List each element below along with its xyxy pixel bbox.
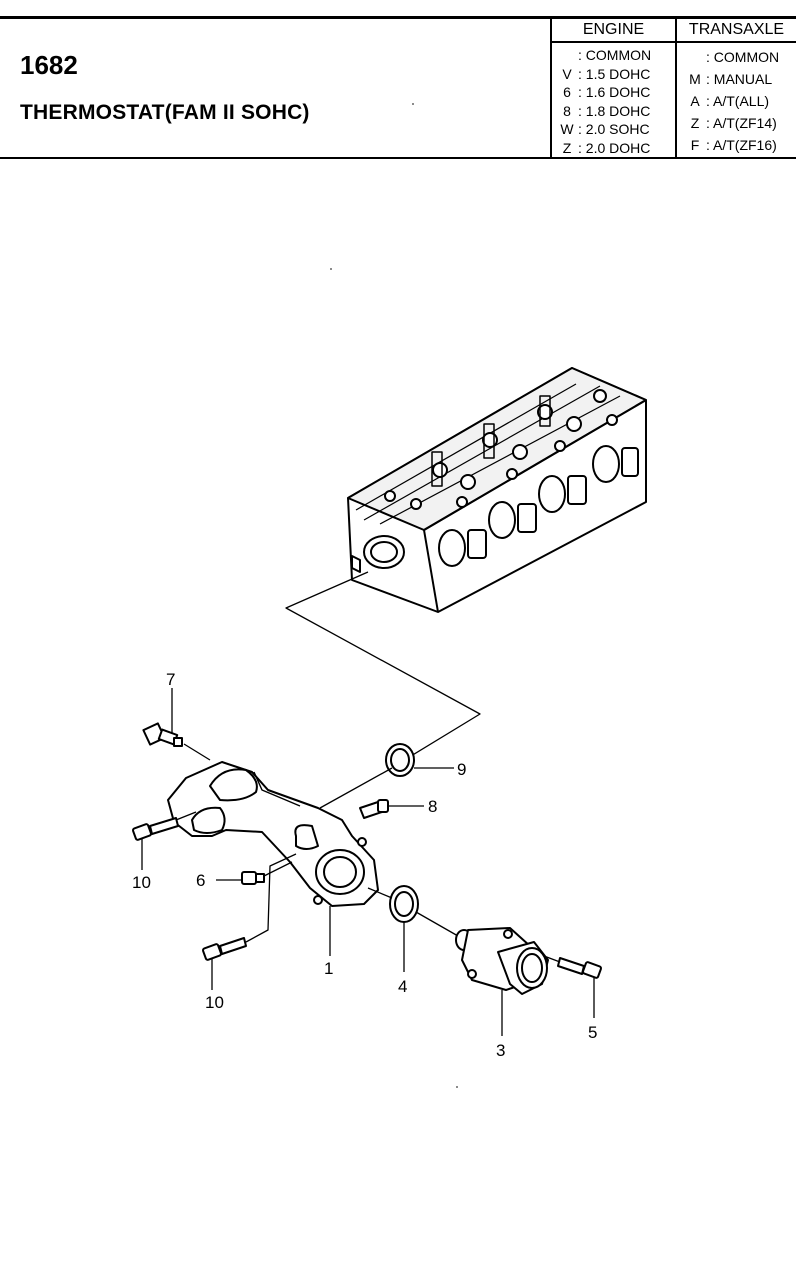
callout-9: 9 xyxy=(457,760,466,779)
thermostat-housing-illustration xyxy=(455,927,549,995)
transaxle-code: F xyxy=(690,137,700,153)
engine-label: : 2.0 DOHC xyxy=(578,139,651,156)
scan-speck xyxy=(412,103,414,105)
legend-divider xyxy=(675,17,677,158)
callout-1: 1 xyxy=(324,959,333,978)
transaxle-code-row: : COMMON xyxy=(684,46,779,68)
gasket-upper-illustration xyxy=(385,743,415,777)
temperature-sender-illustration xyxy=(142,722,183,747)
scan-speck xyxy=(456,1086,458,1088)
callout-8: 8 xyxy=(428,797,437,816)
header-bottom-rule xyxy=(0,157,796,159)
transaxle-code: A xyxy=(690,93,700,109)
transaxle-code-list: : COMMON M : MANUAL A : A/T(ALL) Z : A/T(ZF… xyxy=(684,46,779,156)
scan-speck xyxy=(330,268,332,270)
part-number: 1682 xyxy=(20,50,78,80)
gasket-lower-illustration xyxy=(389,885,419,923)
transaxle-heading: TRANSAXLE xyxy=(688,21,785,38)
transaxle-code-row: F : A/T(ZF16) xyxy=(684,134,779,156)
transaxle-code: Z xyxy=(690,115,700,131)
transaxle-label: : A/T(ZF14) xyxy=(706,115,777,131)
bolt-right-illustration xyxy=(557,957,603,979)
engine-code-row: W: 2.0 SOHC xyxy=(556,120,651,139)
callout-10-lower: 10 xyxy=(205,993,224,1012)
engine-code-row: 8 : 1.8 DOHC xyxy=(556,102,651,121)
engine-code-list: : COMMON V : 1.5 DOHC 6 : 1.6 DOHC 8 : 1.8 … xyxy=(556,46,651,157)
leader-line xyxy=(285,571,481,771)
transaxle-label: : A/T(ZF16) xyxy=(706,137,777,153)
engine-code-row: : COMMON xyxy=(556,46,651,65)
engine-code-row: 6 : 1.6 DOHC xyxy=(556,83,651,102)
callout-6: 6 xyxy=(196,871,205,890)
legend-left-border xyxy=(550,17,552,158)
page-header: 1682 THERMOSTAT(FAM II SOHC) ENGINE TRAN… xyxy=(0,0,796,160)
engine-label: : 2.0 SOHC xyxy=(578,121,650,137)
bolt-upper-illustration xyxy=(131,817,179,841)
transaxle-code: M xyxy=(689,71,701,87)
legend-heading-rule xyxy=(550,41,796,43)
engine-code: 8 xyxy=(563,102,571,119)
water-outlet-housing-illustration xyxy=(167,761,379,907)
engine-label: : COMMON xyxy=(578,47,652,63)
callout-10-upper: 10 xyxy=(132,873,151,892)
engine-code: Z xyxy=(562,139,572,156)
engine-code: 6 xyxy=(563,84,571,100)
page-title: THERMOSTAT(FAM II SOHC) xyxy=(20,101,310,124)
bolt-lower-illustration xyxy=(201,937,247,961)
cylinder-head-illustration xyxy=(347,367,647,613)
engine-code: V xyxy=(562,65,572,82)
engine-label: : 1.5 DOHC xyxy=(578,65,651,82)
transaxle-label: : A/T(ALL) xyxy=(706,93,770,109)
callout-7: 7 xyxy=(166,670,175,689)
transaxle-code-row: Z : A/T(ZF14) xyxy=(684,112,779,134)
callout-5: 5 xyxy=(588,1023,597,1042)
nut-illustration xyxy=(241,871,265,885)
engine-label: : 1.6 DOHC xyxy=(578,84,651,100)
engine-label: : 1.8 DOHC xyxy=(578,102,651,119)
engine-code: W xyxy=(560,121,574,137)
transaxle-code-row: A : A/T(ALL) xyxy=(684,90,779,112)
transaxle-label: : MANUAL xyxy=(706,71,773,87)
engine-code-row: V : 1.5 DOHC xyxy=(556,65,651,84)
transaxle-code-row: M : MANUAL xyxy=(684,68,779,90)
plug-illustration xyxy=(359,799,389,819)
exploded-parts-diagram: 7 9 8 10 6 1 4 10 5 3 xyxy=(131,367,647,1060)
engine-code-row: Z : 2.0 DOHC xyxy=(556,139,651,158)
callout-3: 3 xyxy=(496,1041,505,1060)
header-top-rule xyxy=(0,16,796,19)
transaxle-label: : COMMON xyxy=(706,49,780,65)
engine-heading: ENGINE xyxy=(582,21,645,38)
callout-4: 4 xyxy=(398,977,407,996)
